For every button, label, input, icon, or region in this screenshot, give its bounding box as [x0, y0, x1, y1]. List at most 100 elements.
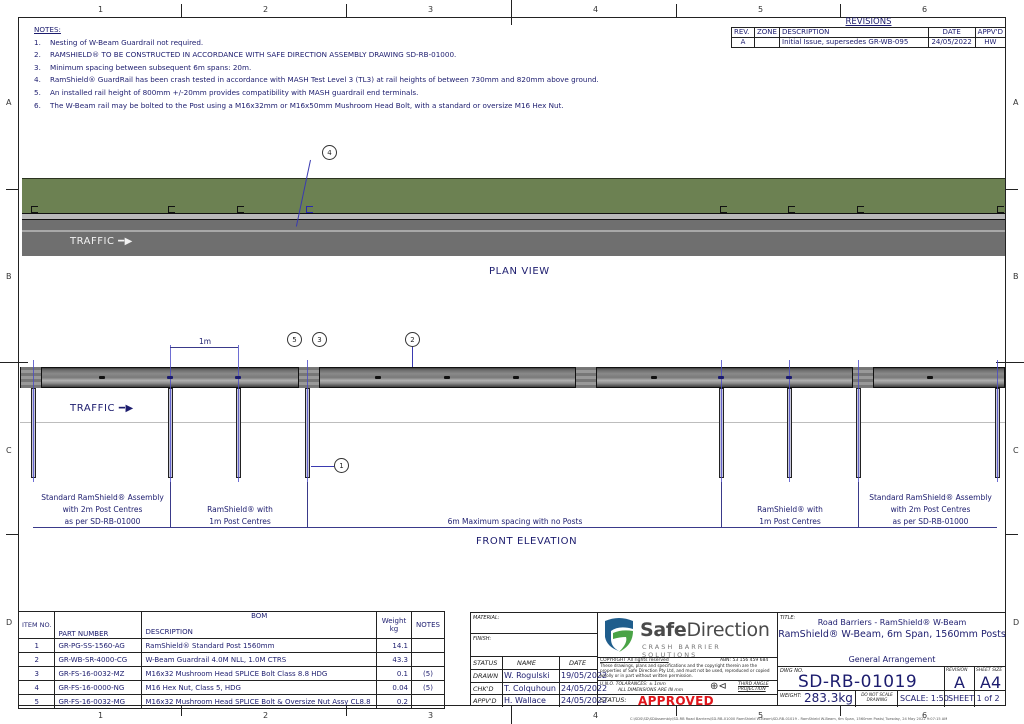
- dimension-1m-label: 1m: [198, 337, 212, 346]
- ground-line: [20, 422, 1005, 423]
- post-blockout-icon: [788, 206, 795, 213]
- bom-table: ITEM NO. PART NUMBER BOM Weight kg NOTES…: [17, 611, 445, 709]
- arrow-right-icon: ━▶: [118, 403, 134, 414]
- post-centerline: [170, 345, 171, 482]
- post-blockout-icon: [31, 206, 38, 213]
- note-item: 6.The W-Beam rail may be bolted to the P…: [34, 100, 564, 110]
- bom-title: BOM: [141, 611, 377, 625]
- post-blockout-icon: [997, 206, 1004, 213]
- post-centerline: [33, 360, 34, 482]
- post-centerline: [721, 360, 722, 482]
- zone-tick: [6, 189, 18, 190]
- traffic-direction-plan: TRAFFIC ━▶: [70, 236, 133, 247]
- rail-slot: [513, 376, 519, 379]
- title-block-company: SafeDirection CRASH BARRIER SOLUTIONS CO…: [598, 612, 778, 708]
- traffic-direction-front: TRAFFIC ━▶: [70, 403, 134, 414]
- zone-tick: [6, 534, 18, 535]
- zone-label-top-4: 4: [593, 5, 599, 14]
- post-blockout-icon: [237, 206, 244, 213]
- drawing-title-line2: RamShield® W-Beam, 6m Span, 1560mm Posts: [778, 629, 1006, 640]
- zone-tick: [511, 17, 512, 25]
- zone-label-top-6: 6: [922, 5, 928, 14]
- post-centerline: [238, 345, 239, 482]
- rail-slot: [375, 376, 381, 379]
- rail-splice: [298, 367, 320, 388]
- zone-label-bottom-2: 2: [263, 711, 269, 720]
- front-elevation-label: FRONT ELEVATION: [476, 536, 578, 547]
- post-centerline: [789, 360, 790, 482]
- notes-title: NOTES:: [34, 25, 61, 34]
- zone-label-bottom-4: 4: [593, 711, 599, 720]
- revisions-table: REVISIONS REV. ZONE DESCRIPTION DATE APP…: [731, 17, 1007, 48]
- note-item: 5.An installed rail height of 800mm +/-2…: [34, 87, 419, 97]
- rail-splice: [575, 367, 597, 388]
- status-badge-approved: APPROVED: [638, 694, 714, 708]
- span-label-6m: 6m Maximum spacing with no Posts: [447, 517, 583, 526]
- zone-label-right-b: B: [1013, 272, 1019, 281]
- third-angle-projection-icon: ⊕⊲: [710, 681, 727, 692]
- balloon-4-plan: 4: [322, 145, 337, 160]
- extension-line: [170, 482, 171, 528]
- zone-tick: [996, 362, 1024, 363]
- zone-label-top-5: 5: [758, 5, 764, 14]
- note-item: 1.Nesting of W-Beam Guardrail not requir…: [34, 37, 204, 47]
- post-centerline: [307, 360, 308, 482]
- zone-tick: [0, 362, 28, 363]
- post-centerline: [997, 360, 998, 482]
- post-blockout-icon: [857, 206, 864, 213]
- rail-slot: [718, 376, 724, 379]
- leader-line: [311, 466, 334, 467]
- balloon-1: 1: [334, 458, 349, 473]
- rail-splice: [20, 367, 42, 388]
- zone-tick: [181, 4, 182, 17]
- bom-header-row: ITEM NO. PART NUMBER BOM Weight kg NOTES: [17, 611, 445, 639]
- drawing-number: SD-RB-01019: [798, 672, 918, 692]
- revisions-header-row: REV. ZONE DESCRIPTION DATE APPV'D: [731, 27, 1007, 38]
- zone-label-top-3: 3: [428, 5, 434, 14]
- balloon-2: 2: [405, 332, 420, 347]
- span-label-left-1m: RamShield® with 1m Post Centres: [207, 505, 273, 526]
- rail-slot: [167, 376, 173, 379]
- extension-line: [721, 482, 722, 528]
- zone-label-left-d: D: [6, 618, 13, 627]
- zone-label-top-1: 1: [98, 5, 104, 14]
- note-item: 4.RamShield® GuardRail has been crash te…: [34, 75, 599, 85]
- zone-label-bottom-3: 3: [428, 711, 434, 720]
- plan-view: TRAFFIC ━▶: [22, 178, 1005, 256]
- road-surface: [22, 220, 1005, 256]
- span-dimension-line: [33, 527, 997, 528]
- guardrail-plan: [22, 213, 1005, 220]
- zone-tick: [511, 706, 512, 724]
- note-item: 2.RAMSHIELD® TO BE CONSTRUCTED IN ACCORD…: [34, 50, 457, 60]
- total-weight: 283.3kg: [804, 691, 853, 705]
- file-path-footer: C:\SDS\SD\SDAssembly\SD-RB Road Barriers…: [630, 717, 948, 721]
- rail-slot: [444, 376, 450, 379]
- revision-letter: A: [954, 673, 965, 692]
- zone-tick: [181, 706, 182, 716]
- zone-tick: [511, 0, 512, 17]
- notes-block: NOTES: 1.Nesting of W-Beam Guardrail not…: [34, 24, 599, 112]
- zone-tick: [676, 4, 677, 17]
- span-label-left-standard: Standard RamShield® Assembly with 2m Pos…: [41, 493, 164, 526]
- zone-tick: [1006, 189, 1018, 190]
- sheet-size: A4: [980, 673, 1002, 692]
- scale: SCALE: 1:50: [900, 694, 949, 703]
- zone-tick: [1006, 534, 1018, 535]
- note-item: 3.Minimum spacing between subsequent 6m …: [34, 62, 252, 72]
- zone-label-bottom-5: 5: [758, 711, 764, 720]
- post-blockout-icon: [168, 206, 175, 213]
- zone-tick: [676, 706, 677, 716]
- verge-grass: [22, 178, 1005, 214]
- zone-label-left-a: A: [6, 98, 12, 107]
- title-block-drawing-info: TITLE: Road Barriers - RamShield® W-Beam…: [778, 612, 1006, 707]
- plan-view-label: PLAN VIEW: [489, 266, 550, 277]
- zone-tick: [346, 706, 347, 716]
- lane-marking: [22, 230, 1005, 232]
- zone-tick: [840, 706, 841, 716]
- zone-label-left-b: B: [6, 272, 12, 281]
- dimension-1m: [170, 347, 238, 348]
- span-label-right-1m: RamShield® with 1m Post Centres: [757, 505, 823, 526]
